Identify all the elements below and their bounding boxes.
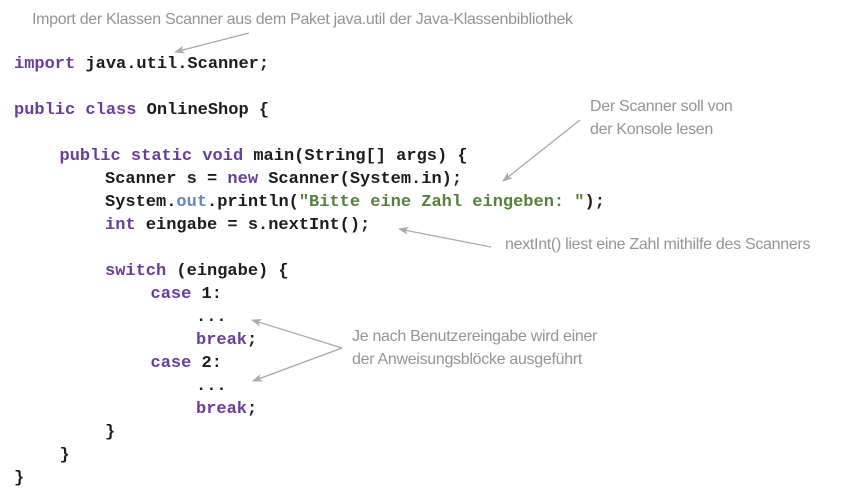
code-line: } — [0, 421, 857, 444]
code-line: int eingabe = s.nextInt(); — [0, 214, 857, 237]
code-token-plain: ... — [196, 377, 227, 396]
code-line — [0, 237, 857, 260]
code-token-field: out — [176, 193, 208, 212]
code-token-keyword: static — [130, 147, 193, 166]
annotation-scanner-note-line2: der Konsole lesen — [590, 121, 713, 138]
code-token-plain: 1: — [191, 285, 222, 304]
code-token-keyword: case — [150, 285, 192, 304]
code-token-keyword: public — [59, 147, 121, 166]
code-line: ... — [0, 375, 857, 398]
code-token-plain: (eingabe) { — [166, 262, 289, 281]
annotation-switch-note-line1: Je nach Benutzereingabe wird einer — [352, 328, 598, 345]
code-line: case 2: — [0, 352, 857, 375]
code-line: public class OnlineShop { — [0, 99, 857, 122]
code-line: switch (eingabe) { — [0, 260, 857, 283]
code-token-plain: ... — [196, 308, 227, 327]
code-token-keyword: class — [85, 101, 137, 120]
arrow-import-note — [174, 32, 250, 54]
code-token-string: "Bitte eine Zahl eingeben: " — [298, 193, 585, 212]
code-token-plain: } — [59, 446, 70, 465]
code-line — [0, 122, 857, 145]
code-token-plain — [121, 147, 131, 166]
code-token-plain: Scanner s = — [105, 170, 228, 189]
code-token-keyword: void — [202, 147, 244, 166]
code-token-plain: Scanner(System.in); — [258, 170, 463, 189]
code-line — [0, 76, 857, 99]
code-token-plain — [192, 147, 202, 166]
annotation-scanner-note: Der Scanner soll von der Konsole lesen — [590, 95, 733, 141]
java-code-block: import java.util.Scanner; public class O… — [0, 53, 857, 490]
code-token-keyword: case — [150, 354, 192, 373]
code-line: break; — [0, 398, 857, 421]
code-token-keyword: break — [196, 400, 248, 419]
code-token-keyword: switch — [105, 262, 167, 281]
code-line: import java.util.Scanner; — [0, 53, 857, 76]
code-line: ... — [0, 306, 857, 329]
annotation-nextint-note: nextInt() liest eine Zahl mithilfe des S… — [505, 236, 811, 253]
code-token-plain: ); — [584, 193, 605, 212]
code-line: Scanner s = new Scanner(System.in); — [0, 168, 857, 191]
code-token-keyword: import — [14, 55, 76, 74]
code-token-plain: } — [14, 469, 25, 488]
code-token-plain: OnlineShop { — [136, 101, 270, 120]
code-line: System.out.println("Bitte eine Zahl eing… — [0, 191, 857, 214]
annotation-scanner-note-line1: Der Scanner soll von — [590, 98, 733, 115]
annotation-switch-note-line2: der Anweisungsblöcke ausgeführt — [352, 351, 582, 368]
annotation-switch-note: Je nach Benutzereingabe wird einer der A… — [352, 325, 597, 371]
code-token-plain: ; — [247, 331, 258, 350]
annotation-import-note: Import der Klassen Scanner aus dem Paket… — [32, 11, 573, 28]
code-token-keyword: new — [227, 170, 259, 189]
code-token-plain: main(String[] args) { — [243, 147, 468, 166]
code-token-plain: } — [105, 423, 116, 442]
code-line: } — [0, 467, 857, 490]
code-token-keyword: public — [14, 101, 76, 120]
code-line: case 1: — [0, 283, 857, 306]
code-token-plain: System. — [105, 193, 177, 212]
code-token-plain: ; — [247, 400, 258, 419]
code-line: public static void main(String[] args) { — [0, 145, 857, 168]
code-token-plain: .println( — [207, 193, 299, 212]
code-line: } — [0, 444, 857, 467]
code-token-plain: eingabe = s.nextInt(); — [135, 216, 371, 235]
code-line: break; — [0, 329, 857, 352]
code-token-keyword: break — [196, 331, 248, 350]
code-token-plain: 2: — [191, 354, 222, 373]
code-token-plain — [75, 101, 85, 120]
code-token-keyword: int — [105, 216, 136, 235]
code-token-plain: java.util.Scanner; — [75, 55, 270, 74]
